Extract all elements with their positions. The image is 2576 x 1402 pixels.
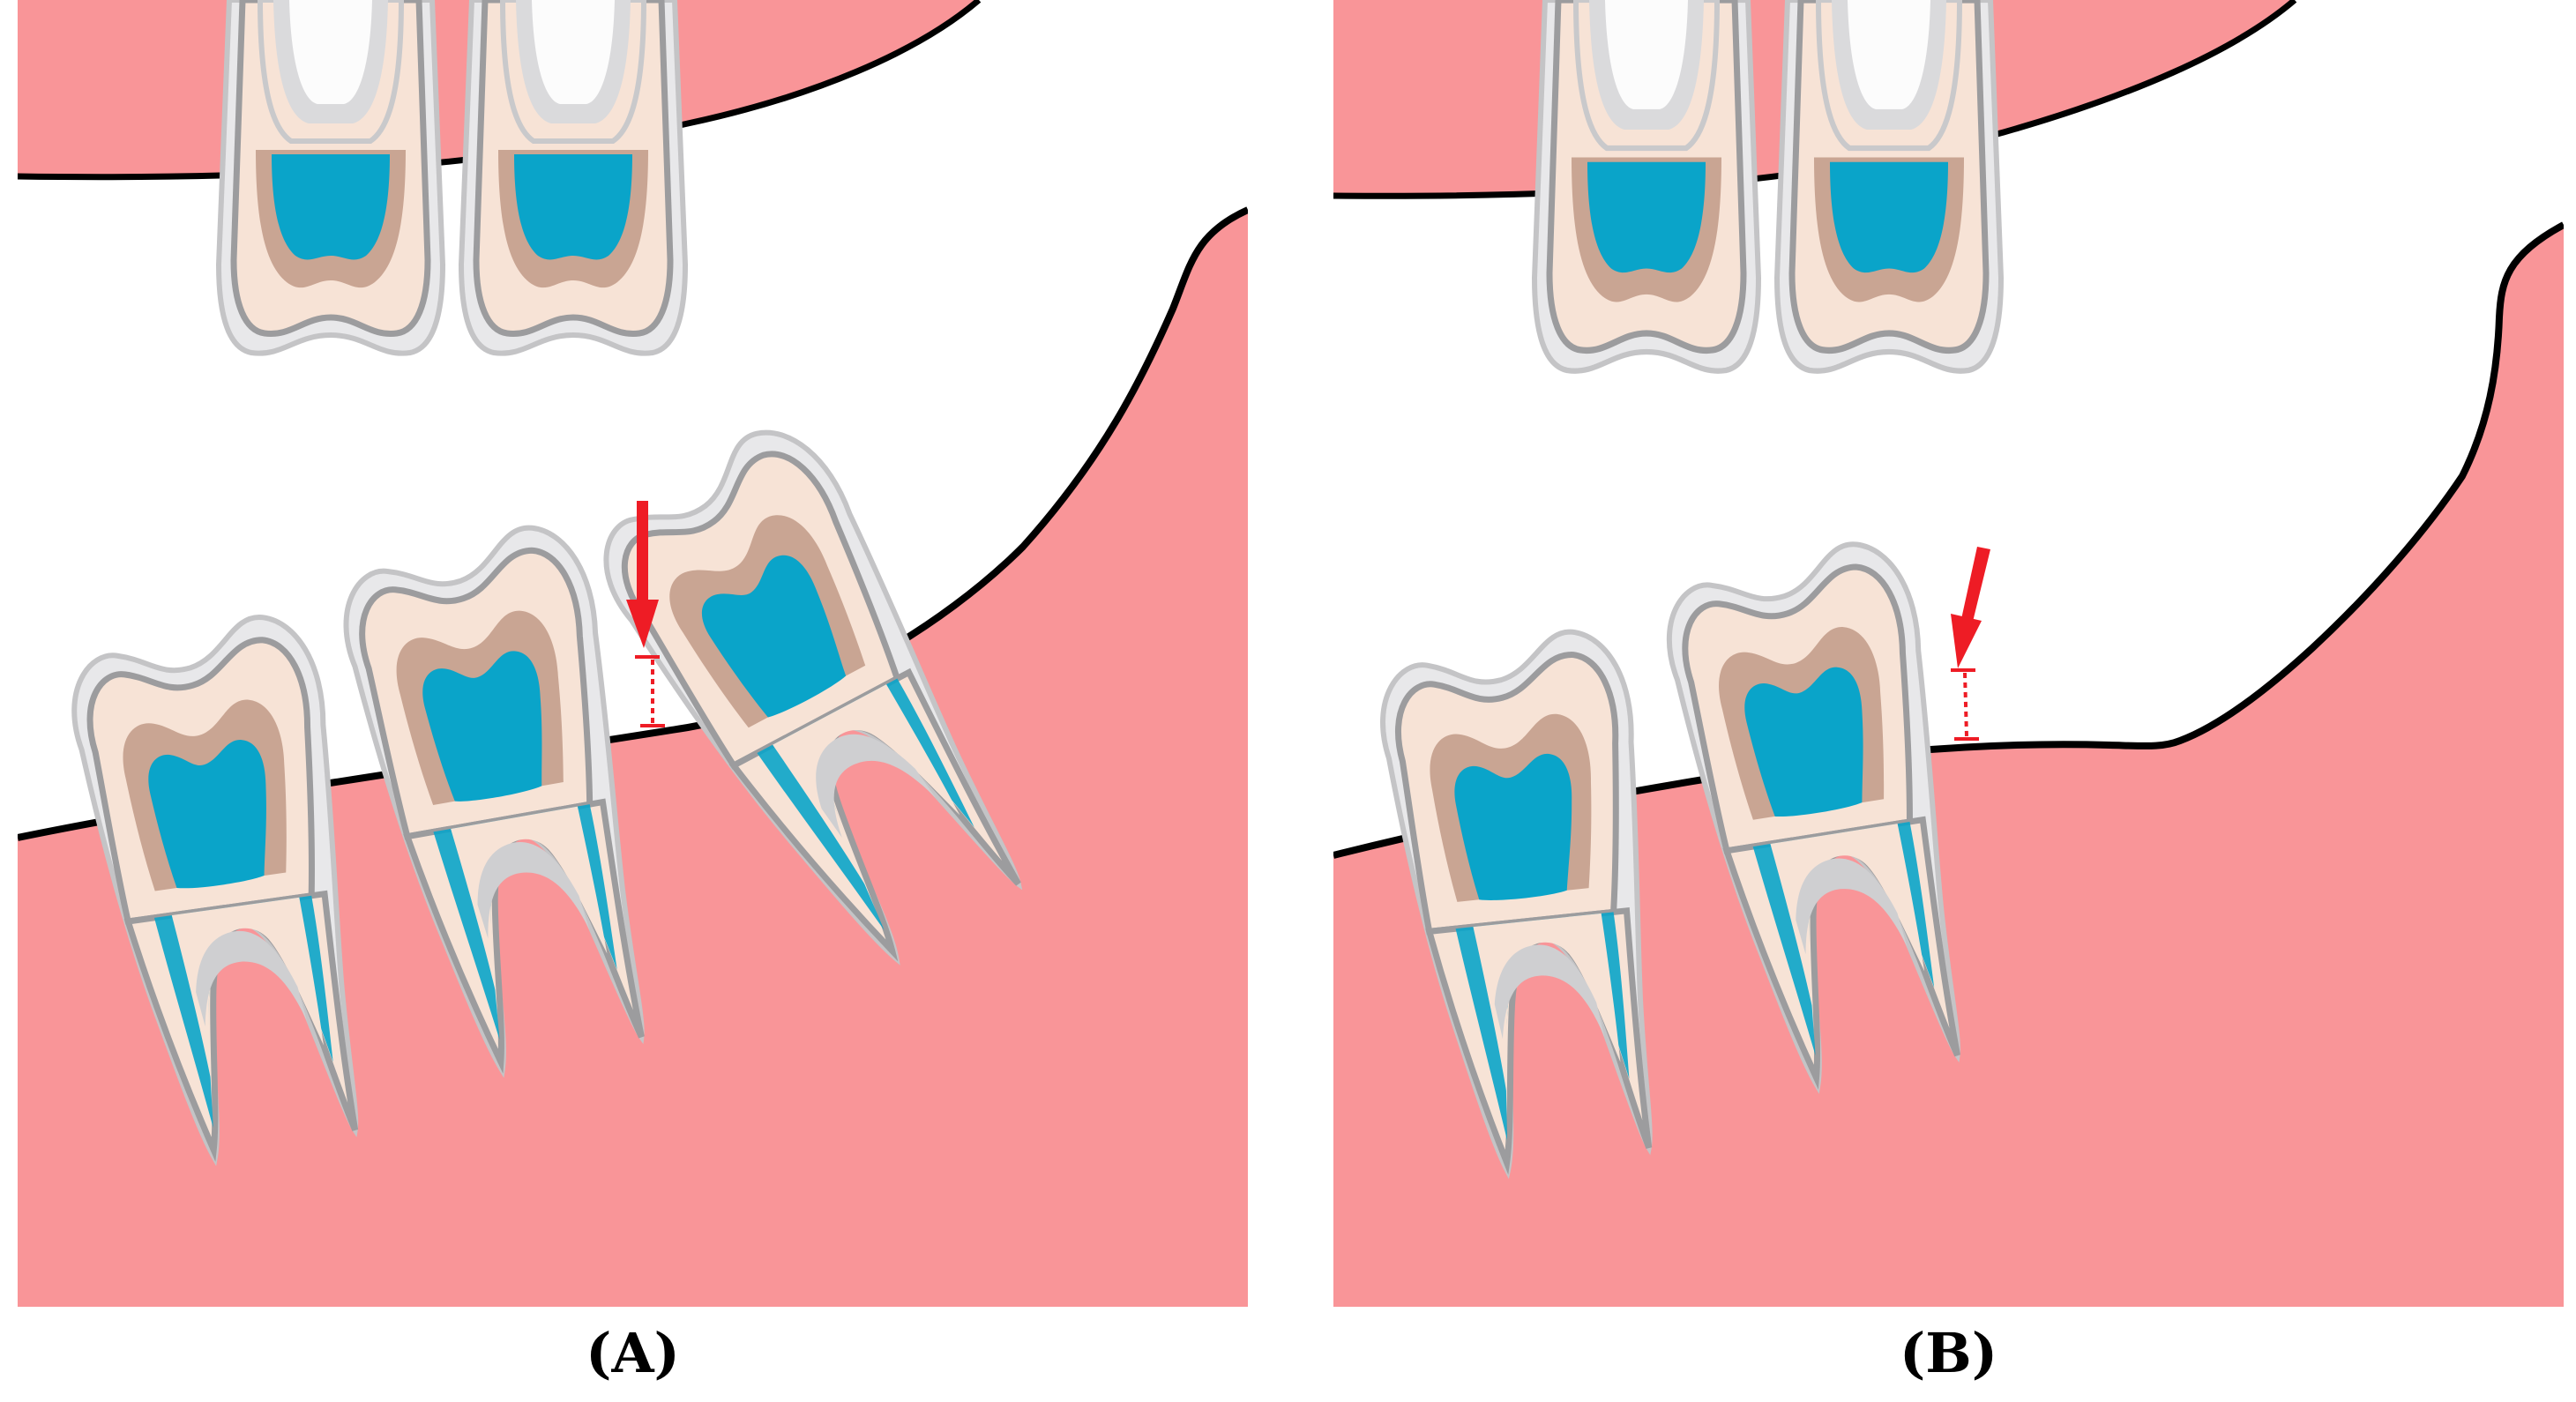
red-down-arrow-icon <box>1951 547 1990 668</box>
red-down-arrow-icon <box>626 501 659 648</box>
panel-b <box>1333 0 2564 1307</box>
attachment-loss-measurement <box>635 655 665 727</box>
caption-a: (A) <box>586 1321 680 1385</box>
upper-molar-1 <box>219 0 443 354</box>
attachment-loss-measurement <box>1951 668 1979 741</box>
panel-a <box>18 0 1248 1307</box>
upper-molar-1 <box>1534 0 1758 371</box>
panel-a-illustration <box>18 0 1248 1307</box>
upper-molar-2 <box>461 0 685 354</box>
upper-molar-2 <box>1777 0 2001 371</box>
panel-b-illustration <box>1333 0 2564 1307</box>
caption-b: (B) <box>1899 1321 1998 1385</box>
